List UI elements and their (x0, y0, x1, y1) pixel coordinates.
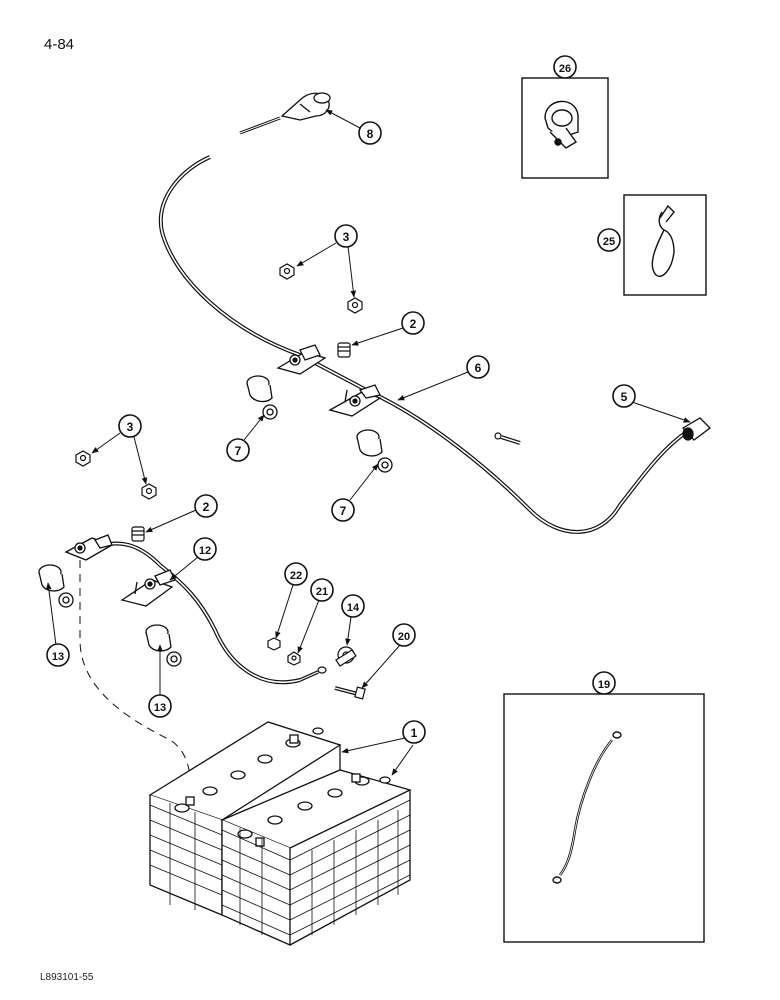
svg-text:5: 5 (621, 390, 628, 404)
bolt-20 (334, 686, 366, 700)
callout-21: 21 (310, 578, 334, 602)
svg-text:19: 19 (598, 679, 610, 691)
callout-3-lower: 3 (118, 414, 142, 438)
callout-1: 1 (402, 720, 426, 744)
nut-3-upper-a (279, 263, 295, 280)
boot-13-left (38, 564, 74, 608)
svg-text:3: 3 (343, 230, 350, 244)
terminal-14 (335, 646, 357, 667)
callout-3-upper: 3 (334, 224, 358, 248)
clamp-lower-left (64, 534, 114, 561)
callout-6: 6 (466, 355, 490, 379)
svg-text:2: 2 (410, 317, 417, 331)
clamp-upper-left (276, 344, 327, 375)
boot-13-right (145, 624, 182, 667)
callout-13-left: 13 (46, 643, 70, 667)
clamp-upper-right (328, 384, 382, 417)
callout-14: 14 (341, 594, 365, 618)
callout-25: 25 (597, 228, 621, 252)
cable-6 (158, 116, 690, 534)
clamp-lower-right (120, 569, 176, 607)
washer-21 (287, 651, 301, 666)
nut-3-upper-b (347, 297, 363, 314)
svg-text:8: 8 (367, 127, 374, 141)
nut-3-lower-a (75, 450, 91, 467)
page-number: 4-84 (44, 36, 75, 53)
svg-text:22: 22 (290, 570, 302, 582)
svg-text:20: 20 (398, 631, 410, 643)
callout-20: 20 (392, 623, 416, 647)
end-5 (681, 417, 711, 441)
callout-7-right: 7 (331, 498, 355, 522)
svg-text:14: 14 (347, 602, 360, 614)
boot-7-left (246, 375, 278, 420)
boot-7-right (356, 429, 393, 473)
inset-19 (503, 693, 705, 943)
boot-8 (280, 92, 331, 121)
svg-text:7: 7 (235, 444, 242, 458)
ring-terminal-12 (317, 666, 327, 674)
stud-2-lower (131, 526, 145, 542)
svg-text:1: 1 (411, 726, 418, 740)
svg-text:21: 21 (316, 586, 328, 598)
callout-5: 5 (612, 384, 636, 408)
callout-7-left: 7 (226, 438, 250, 462)
callout-2-upper: 2 (401, 311, 425, 335)
svg-text:3: 3 (127, 420, 134, 434)
battery-rear-post (185, 734, 299, 806)
svg-text:13: 13 (154, 702, 166, 714)
nut-22 (267, 637, 281, 651)
callout-26: 26 (553, 55, 577, 79)
callout-12: 12 (193, 537, 217, 561)
svg-text:25: 25 (603, 236, 615, 248)
battery-front (220, 769, 412, 946)
callout-8: 8 (358, 121, 382, 145)
inset-25 (623, 194, 707, 296)
document-code: L893101-55 (40, 972, 94, 983)
svg-text:6: 6 (475, 361, 482, 375)
svg-text:13: 13 (52, 651, 64, 663)
callout-22: 22 (284, 562, 308, 586)
callouts: 8 26 25 3 2 6 5 7 7 3 2 12 13 13 22 21 1… (46, 55, 636, 744)
cable-12 (94, 541, 319, 685)
svg-text:2: 2 (203, 500, 210, 514)
leader-lines (46, 109, 691, 776)
callout-13-right: 13 (148, 694, 172, 718)
battery-rear (148, 721, 342, 916)
callout-19: 19 (592, 671, 616, 695)
callout-2-lower: 2 (194, 494, 218, 518)
inset-26 (521, 77, 609, 179)
svg-text:12: 12 (199, 545, 211, 557)
svg-text:26: 26 (559, 63, 571, 75)
nut-3-lower-b (141, 483, 157, 500)
stud-2-upper (337, 342, 351, 358)
svg-text:7: 7 (340, 504, 347, 518)
